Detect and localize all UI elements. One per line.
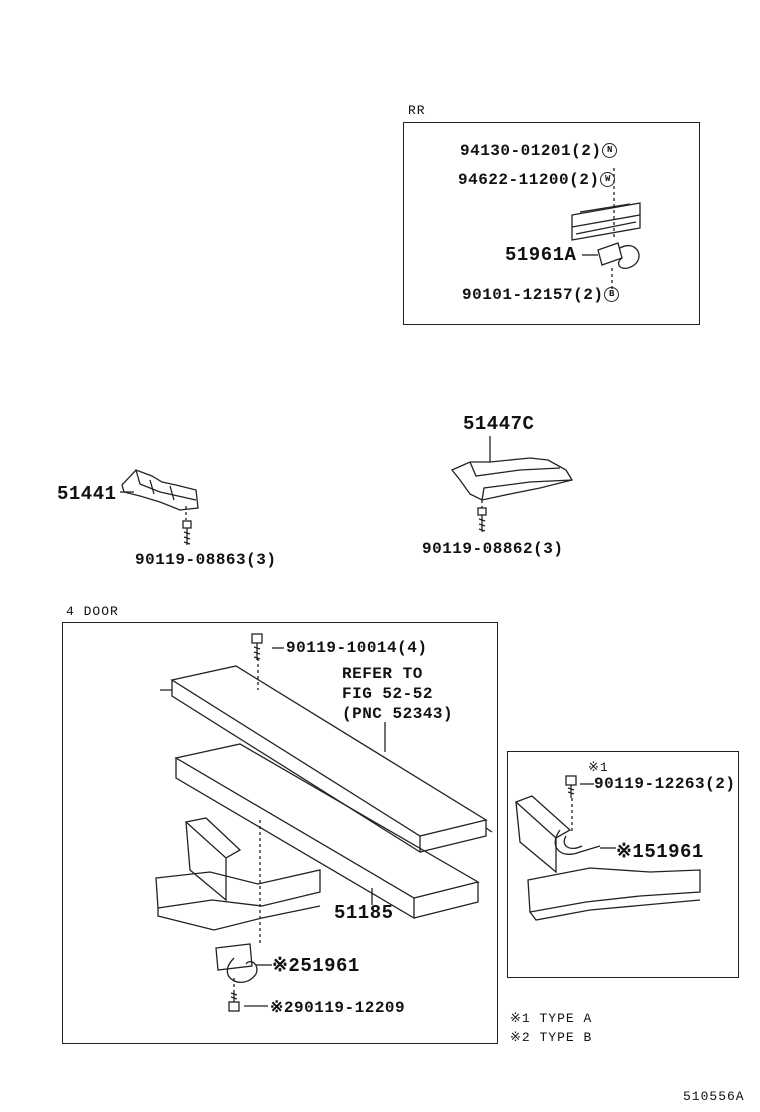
figure-id: 510556A <box>683 1089 745 1104</box>
typeA-bolt <box>565 775 577 798</box>
circled-mark: N <box>602 143 618 159</box>
four-door-title: 4 DOOR <box>66 604 119 619</box>
part-number: 94622-11200 <box>458 171 570 189</box>
typeA-frame <box>514 795 701 921</box>
hook-51961-typeB <box>215 943 272 990</box>
bolt-08863 <box>182 520 192 545</box>
label-90119-12263: 90119-12263(2) <box>594 775 736 793</box>
rr-label-90101: 90101-12157(2)B <box>462 286 620 304</box>
rr-frame-rail <box>571 202 641 241</box>
refer-line-2: FIG 52-52 <box>342 685 433 703</box>
label-51441: 51441 <box>57 483 117 505</box>
rr-section-title: RR <box>408 103 426 118</box>
rr-section-frame <box>403 122 700 325</box>
rr-hook-51961A <box>582 168 640 290</box>
type-a-frame <box>507 751 739 978</box>
part-number: 90101-12157 <box>462 286 574 304</box>
quantity: (2) <box>571 142 602 160</box>
rr-label-94622: 94622-11200(2)W <box>458 171 616 189</box>
label-90119-12209: ※290119-12209 <box>270 999 406 1017</box>
label-51961-typeA: ※151961 <box>616 841 704 863</box>
refer-line-3: (PNC 52343) <box>342 705 454 723</box>
legend-type-a: ※1 TYPE A <box>510 1011 593 1026</box>
bolt-08862 <box>477 507 487 532</box>
label-90119-08862: 90119-08862(3) <box>422 540 564 558</box>
legend-type-b: ※2 TYPE B <box>510 1030 593 1045</box>
rr-label-51961A: 51961A <box>505 244 577 266</box>
part-number: 94130-01201 <box>460 142 572 160</box>
type-a-note-mark: ※1 <box>588 760 609 775</box>
bolt-10014 <box>251 633 263 660</box>
rr-label-94130: 94130-01201(2)N <box>460 142 618 160</box>
bracket-51447C <box>450 436 574 508</box>
label-51447C: 51447C <box>463 413 535 435</box>
four-door-frame <box>62 622 498 1044</box>
typeA-hook <box>554 798 616 855</box>
quantity: (2) <box>569 171 600 189</box>
circled-mark: B <box>604 287 620 303</box>
label-51185: 51185 <box>334 902 394 924</box>
frame-member <box>155 817 321 944</box>
label-90119-10014: 90119-10014(4) <box>286 639 428 657</box>
bolt-12209 <box>228 990 268 1012</box>
circled-mark: W <box>600 172 616 188</box>
label-90119-08863: 90119-08863(3) <box>135 551 277 569</box>
lower-rail-board-51185 <box>174 743 480 920</box>
bracket-51441 <box>120 469 199 520</box>
quantity: (2) <box>573 286 604 304</box>
refer-line-1: REFER TO <box>342 665 423 683</box>
label-51961-typeB: ※251961 <box>272 955 360 977</box>
upper-rail-board <box>160 658 493 854</box>
